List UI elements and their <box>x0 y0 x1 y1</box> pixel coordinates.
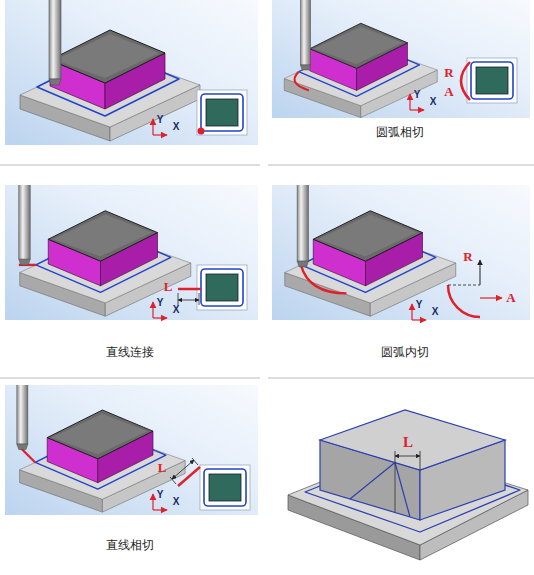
panel-line-connect <box>197 265 247 310</box>
panel-line-connect <box>5 141 258 320</box>
panel-line-tangent <box>17 385 185 512</box>
panel-arc-tangent <box>272 0 530 118</box>
panel-arc-tangent <box>300 0 310 70</box>
dimension-label: A <box>444 84 453 100</box>
panel-arc-inner <box>480 297 502 298</box>
panel-block-detail <box>420 451 421 470</box>
panel-arc-tangent <box>295 72 309 91</box>
separator-lines <box>0 165 534 378</box>
dimension-label: A <box>506 290 515 306</box>
panel-line-connect <box>19 185 191 316</box>
panel-arc-inner <box>285 185 456 316</box>
separator-lines <box>0 165 260 166</box>
panel-start-point <box>49 0 61 85</box>
panel-line-tangent <box>20 410 186 512</box>
panel-start-point <box>5 0 258 145</box>
panel-line-connect <box>178 293 179 305</box>
panel-arc-tangent <box>284 0 437 118</box>
axis-label: X <box>430 96 437 107</box>
panel-line-connect <box>178 300 199 301</box>
dimension-label: L <box>164 279 173 295</box>
panel-arc-inner <box>448 285 480 286</box>
panel-block-detail <box>395 463 410 518</box>
axis-label: X <box>173 496 180 507</box>
panel-line-tangent <box>192 458 198 465</box>
panel-start-point <box>20 0 200 141</box>
panel-block-detail <box>395 456 420 457</box>
panel-arc-inner <box>285 185 456 316</box>
panel-arc-tangent <box>467 58 517 103</box>
panel-block-detail <box>350 463 395 500</box>
panel-line-tangent <box>5 385 258 515</box>
panel-start-point <box>197 90 247 135</box>
panel-line-connect <box>19 185 191 316</box>
panel-block-detail <box>288 410 528 560</box>
dimension-label: L <box>158 460 167 476</box>
panel-start-point <box>20 0 200 141</box>
axis-label: X <box>173 304 180 315</box>
panel-arc-tangent <box>461 62 470 100</box>
panel-arc-inner <box>272 143 530 320</box>
panel-caption: 直线相切 <box>106 537 154 554</box>
axis-label: Y <box>414 89 421 100</box>
panel-start-point <box>20 30 200 141</box>
panel-block-detail <box>395 451 396 462</box>
panel-caption: 圆弧相切 <box>376 124 424 141</box>
panel-line-tangent <box>5 330 258 515</box>
panel-line-connect <box>5 185 258 320</box>
panel-arc-inner <box>297 185 308 267</box>
panel-arc-inner <box>272 185 530 320</box>
axis-label: X <box>432 306 439 317</box>
panel-start-point <box>198 128 205 135</box>
separator-lines <box>0 378 260 379</box>
panel-arc-inner <box>448 285 480 317</box>
panel-arc-inner <box>301 265 347 294</box>
panel-arc-inner <box>285 211 456 316</box>
panel-caption: 圆弧内切 <box>381 344 429 361</box>
panel-arc-inner <box>480 260 481 285</box>
axis-label: X <box>173 121 180 132</box>
panel-caption: 直线连接 <box>106 344 154 361</box>
panel-line-tangent <box>178 467 200 486</box>
axis-label: Y <box>157 489 164 500</box>
separator-lines <box>268 378 534 379</box>
panel-line-tangent <box>200 465 250 510</box>
panel-line-connect <box>178 288 201 291</box>
panel-line-tangent <box>17 385 28 450</box>
panel-line-tangent <box>17 385 185 512</box>
panel-line-tangent <box>21 448 36 463</box>
dimension-label: R <box>444 65 453 81</box>
panel-block-detail <box>395 463 396 513</box>
dimension-label: R <box>463 249 472 265</box>
axis-label: Y <box>157 114 164 125</box>
dimension-label: L <box>403 434 413 451</box>
panel-line-tangent <box>172 460 194 479</box>
axis-label: Y <box>157 297 164 308</box>
panel-line-connect <box>199 293 200 305</box>
panel-block-detail <box>320 410 505 470</box>
panel-start-point <box>5 0 258 145</box>
panel-line-connect <box>19 185 30 265</box>
panel-line-connect <box>20 211 191 316</box>
separator-lines <box>268 165 534 166</box>
axis-label: Y <box>416 299 423 310</box>
panel-arc-tangent <box>284 0 437 118</box>
